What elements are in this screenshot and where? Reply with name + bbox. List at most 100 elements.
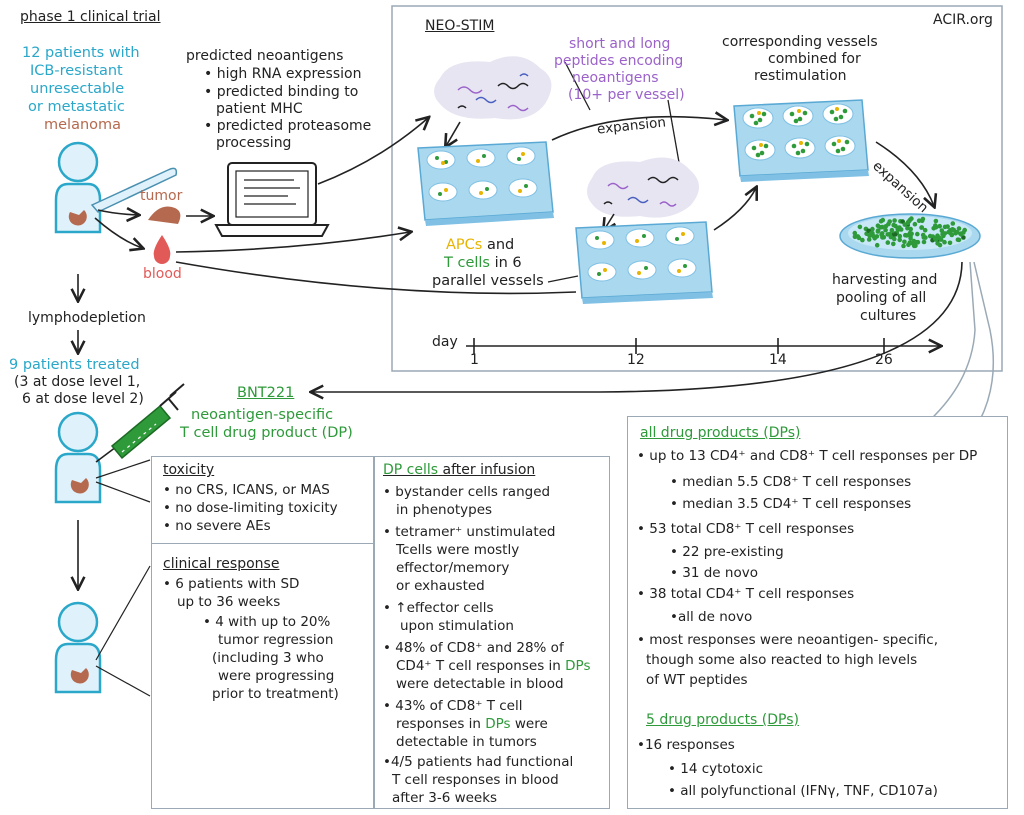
peptide-cloud-1 xyxy=(434,56,552,120)
cell-dot xyxy=(885,240,891,245)
all-dps-r3a: •all de novo xyxy=(670,609,753,625)
cell-dot xyxy=(880,224,885,230)
cell-dot xyxy=(875,229,881,234)
cell-dot xyxy=(891,222,896,228)
dp-bullet-2c: effector/memory xyxy=(396,560,510,576)
cell-dot xyxy=(913,239,919,245)
dp-bullet-5c: detectable in tumors xyxy=(396,734,537,750)
patients-line-5: melanoma xyxy=(44,117,122,133)
plate-3 xyxy=(733,99,869,182)
clinical-title: clinical response xyxy=(163,556,280,572)
credit-label: ACIR.org xyxy=(933,12,993,28)
cell-dot xyxy=(933,225,939,230)
neoantigen-criterion-1: • high RNA expression xyxy=(204,66,362,82)
treated-line-3: 6 at dose level 2) xyxy=(22,391,144,407)
cell-dot xyxy=(936,235,942,240)
neoantigen-criterion-2: • predicted binding to xyxy=(204,84,359,100)
scalpel-icon xyxy=(90,167,178,213)
cell-dot xyxy=(892,232,898,237)
patients-line-1: 12 patients with xyxy=(22,45,140,61)
lymphodepletion-label: lymphodepletion xyxy=(28,310,146,326)
cell-dot xyxy=(932,236,938,241)
cell-dot xyxy=(897,225,902,230)
cell-dot xyxy=(939,228,945,233)
cell-dot xyxy=(903,232,908,238)
timeline-tick-14: 14 xyxy=(769,352,787,368)
all-dps-r4c: of WT peptides xyxy=(646,672,748,688)
bnt221-line-1: neoantigen-specific xyxy=(191,407,334,423)
all-dps-r2: • 53 total CD8⁺ T cell responses xyxy=(637,521,855,537)
cell-dot xyxy=(958,232,964,237)
clinical-sub-4: were progressing xyxy=(218,668,335,684)
timeline-tick-1: 1 xyxy=(470,352,479,368)
dp-cells-title: DP cells after infusion xyxy=(383,462,536,478)
plate-1 xyxy=(417,141,554,226)
cell-dot xyxy=(902,222,908,227)
treated-line-1: 9 patients treated xyxy=(9,357,140,373)
cell-dot xyxy=(872,236,877,241)
all-dps-r1b: • median 3.5 CD4⁺ T cell responses xyxy=(670,496,912,512)
cell-dot xyxy=(860,237,865,243)
cell-dot xyxy=(885,232,890,237)
dp-bullet-6b: T cell responses in blood xyxy=(392,772,559,788)
apc-line-1: APCs and xyxy=(446,237,515,253)
timeline xyxy=(466,338,940,354)
peptides-line-4: (10+ per vessel) xyxy=(568,87,685,103)
clinical-line-1: • 6 patients with SD xyxy=(163,576,300,592)
vessels-line-2: combined for xyxy=(768,51,861,67)
dp-bullet-2b: Tcells were mostly xyxy=(396,542,520,558)
cell-dot xyxy=(950,221,956,226)
cell-dot xyxy=(937,223,942,229)
clinical-sub-1: • 4 with up to 20% xyxy=(203,614,331,630)
five-dps-r1: •16 responses xyxy=(637,737,735,753)
cell-dot xyxy=(883,224,889,229)
all-dps-box xyxy=(627,416,1008,809)
cell-dot xyxy=(880,217,886,223)
dp-cells-box xyxy=(374,456,610,809)
timeline-tick-12: 12 xyxy=(627,352,645,368)
apc-line-2: T cells in 6 xyxy=(444,255,522,271)
neoantigens-heading: predicted neoantigens xyxy=(186,48,344,64)
all-dps-r1: • up to 13 CD4⁺ and CD8⁺ T cell response… xyxy=(637,448,978,464)
cell-dot xyxy=(869,230,874,236)
cell-dot xyxy=(892,236,897,242)
neoantigen-criterion-2b: patient MHC xyxy=(216,101,303,117)
cell-dot xyxy=(921,239,927,245)
cell-dot xyxy=(866,237,872,242)
cell-dot xyxy=(883,227,888,233)
peptides-line-3: neoantigens xyxy=(572,70,659,86)
cell-dot xyxy=(947,240,953,246)
harvest-line-2: pooling of all xyxy=(836,290,927,306)
cell-dot xyxy=(909,216,914,221)
neoantigen-criterion-3: • predicted proteasome xyxy=(204,118,372,134)
neostim-title: NEO-STIM xyxy=(425,18,495,34)
tumor-label: tumor xyxy=(140,188,183,204)
cell-dot xyxy=(907,230,913,236)
all-dps-r4b: though some also reacted to high levels xyxy=(646,652,918,668)
cell-dot xyxy=(897,233,903,239)
cell-dot xyxy=(870,226,875,232)
five-dps-r1a: • 14 cytotoxic xyxy=(668,761,763,777)
tumor-icon xyxy=(148,206,181,224)
clinical-sub-5: prior to treatment) xyxy=(212,686,339,702)
peptides-line-1: short and long xyxy=(569,36,671,52)
toxicity-divider xyxy=(151,543,374,544)
cell-dot xyxy=(912,221,918,227)
clinical-line-2: up to 36 weeks xyxy=(177,594,281,610)
dp-bullet-3b: upon stimulation xyxy=(400,618,514,634)
dp-bullet-4c: were detectable in blood xyxy=(396,676,564,692)
cell-dot xyxy=(937,242,943,248)
cell-dot xyxy=(941,233,946,239)
all-dps-r2b: • 31 de novo xyxy=(670,565,758,581)
cell-dot xyxy=(953,231,958,236)
toxicity-item-2: • no dose-limiting toxicity xyxy=(163,500,338,516)
cell-dot xyxy=(852,230,858,236)
patients-line-4: or metastatic xyxy=(28,99,125,115)
cell-dot xyxy=(921,235,927,240)
patients-line-3: unresectable xyxy=(30,81,125,97)
all-dps-r1a: • median 5.5 CD8⁺ T cell responses xyxy=(670,474,912,490)
cell-dot xyxy=(913,243,918,249)
cell-dot xyxy=(889,227,895,233)
vessels-line-3: restimulation xyxy=(754,68,847,84)
